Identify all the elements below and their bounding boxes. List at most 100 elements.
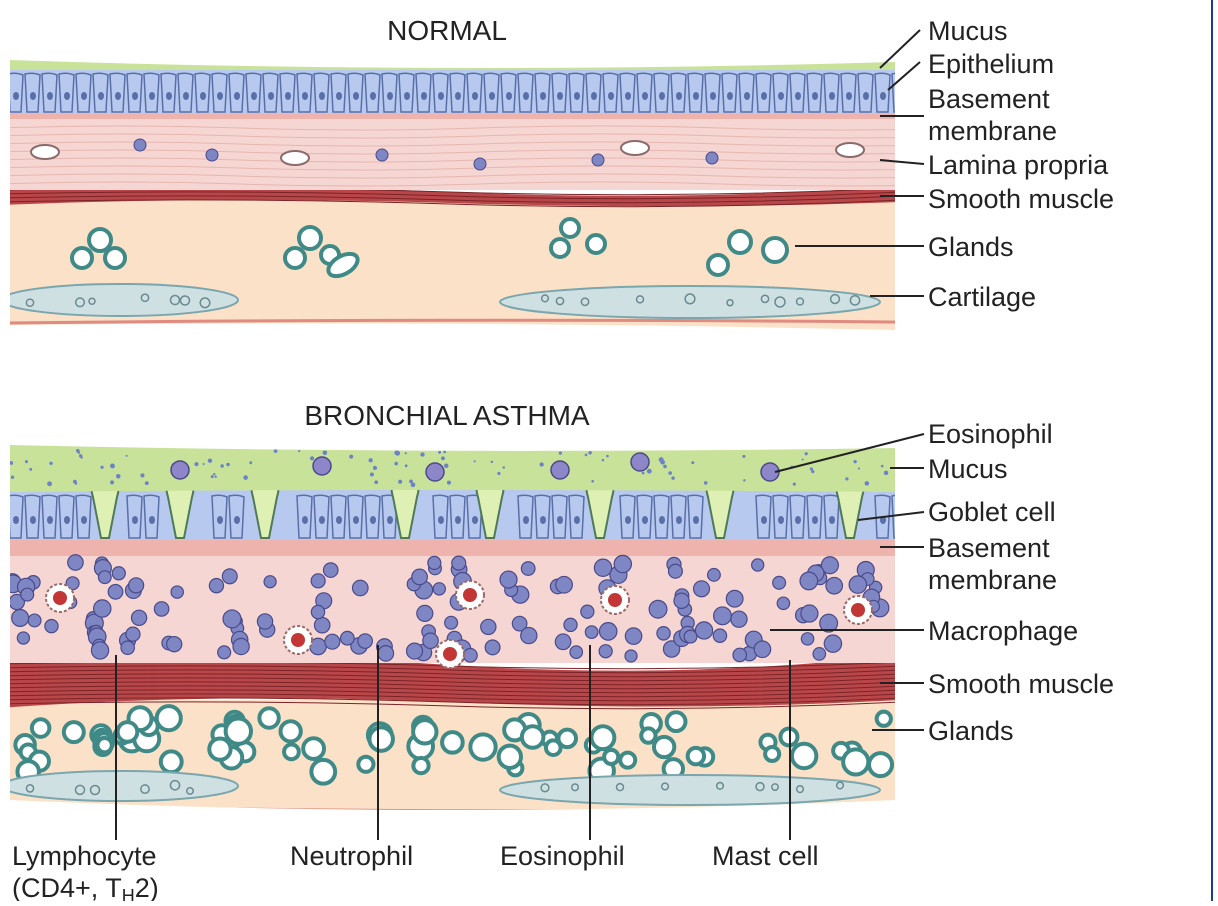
inflammatory-cell (358, 634, 373, 649)
cell-nucleus (370, 516, 376, 524)
cell-nucleus (302, 516, 308, 524)
inflammatory-cell (98, 571, 111, 584)
inflammatory-cell (684, 630, 697, 643)
cell-nucleus (574, 92, 580, 100)
cell-nucleus (540, 516, 546, 524)
mucus-particle (805, 452, 808, 455)
inflammatory-cell (555, 634, 571, 650)
cell-nucleus (591, 92, 597, 100)
normal-cartilage-left (2, 284, 238, 316)
cell-nucleus (472, 516, 478, 524)
gland (64, 722, 84, 742)
cell-nucleus (268, 92, 274, 100)
cell-nucleus (540, 92, 546, 100)
inflammatory-cell (223, 610, 241, 628)
asthma-cartilage-right (500, 775, 880, 805)
cell-nucleus (81, 92, 87, 100)
inflammatory-cell (556, 576, 573, 593)
gland (522, 726, 544, 748)
mucus-particle (110, 480, 114, 484)
inflammatory-cell (45, 619, 58, 632)
inflammatory-cell (754, 641, 771, 658)
cell-nucleus (421, 92, 427, 100)
cell-nucleus (761, 92, 767, 100)
mucus-particle (194, 462, 198, 466)
inflammatory-cell (17, 632, 29, 644)
inflammatory-cell (68, 555, 83, 570)
cell-nucleus (166, 92, 172, 100)
inflammatory-cell (801, 605, 818, 622)
cell-nucleus (506, 92, 512, 100)
mucus-particle (447, 481, 451, 485)
inflammatory-cell (581, 605, 594, 618)
mucus-particle (743, 479, 745, 481)
mucus-particle (298, 450, 300, 452)
cell-nucleus (387, 516, 393, 524)
mucus-particle (370, 473, 374, 477)
cell-nucleus (846, 92, 852, 100)
cell-nucleus (795, 92, 801, 100)
cell-nucleus (608, 92, 614, 100)
normal-airway (0, 60, 960, 335)
cell-nucleus (336, 92, 342, 100)
normal-label-basement-2: membrane (928, 116, 1057, 146)
gland (358, 757, 373, 772)
inflammatory-cell (218, 646, 231, 659)
cell-nucleus (353, 516, 359, 524)
cell-nucleus (897, 92, 903, 100)
inflammatory-cell (311, 574, 325, 588)
gland (729, 231, 751, 253)
mucus-particle (220, 464, 224, 468)
mucus-particle (29, 468, 32, 471)
mucus-particle (226, 463, 230, 467)
cell-nucleus (132, 92, 138, 100)
lamina-cell (474, 158, 486, 170)
inflammatory-cell (481, 619, 496, 634)
gland (303, 738, 324, 759)
cell-nucleus (64, 92, 70, 100)
inflammatory-cell (91, 642, 108, 659)
cell-nucleus (761, 516, 767, 524)
gland (413, 720, 436, 743)
mucus-particle (602, 459, 605, 462)
gland (654, 737, 674, 757)
cell-nucleus (251, 92, 257, 100)
inflammatory-cell (521, 627, 537, 643)
cell-nucleus (812, 516, 818, 524)
gland (604, 750, 618, 764)
cell-nucleus (115, 92, 121, 100)
eosinophil-cell (426, 463, 444, 481)
cell-nucleus (642, 92, 648, 100)
cell-nucleus (285, 92, 291, 100)
mucus-particle (853, 460, 856, 463)
bottom-label-lymphocyte-subtype: (CD4+, TH2) (12, 873, 159, 901)
mucus-particle (885, 472, 887, 474)
normal-label-epithelium: Epithelium (928, 49, 1054, 79)
normal-label-cartilage: Cartilage (928, 282, 1036, 312)
inflammatory-cell (412, 569, 428, 585)
gland (551, 239, 569, 257)
inflammatory-cell (625, 628, 641, 644)
mucus-particle (441, 456, 445, 460)
cell-nucleus (642, 516, 648, 524)
inflammatory-cell (423, 633, 438, 648)
asthma-label-glands: Glands (928, 716, 1014, 746)
asthma-label-basement-1: Basement (928, 533, 1050, 563)
inflammatory-cell (452, 556, 466, 570)
mucus-particle (704, 481, 708, 485)
gland (765, 747, 779, 761)
asthma-label-goblet: Goblet cell (928, 497, 1056, 527)
inflammatory-cell (264, 576, 276, 588)
mucus-particle (865, 481, 870, 486)
gland (780, 728, 797, 745)
gland (641, 728, 655, 742)
blood-vessel (621, 141, 649, 155)
gland (620, 753, 635, 768)
cell-nucleus (455, 516, 461, 524)
inflammatory-cell (599, 645, 612, 658)
inflammatory-cell (12, 609, 29, 626)
bottom-label-neutrophil: Neutrophil (290, 841, 413, 871)
gland (688, 748, 704, 764)
cell-nucleus (489, 92, 495, 100)
cell-nucleus (149, 92, 155, 100)
